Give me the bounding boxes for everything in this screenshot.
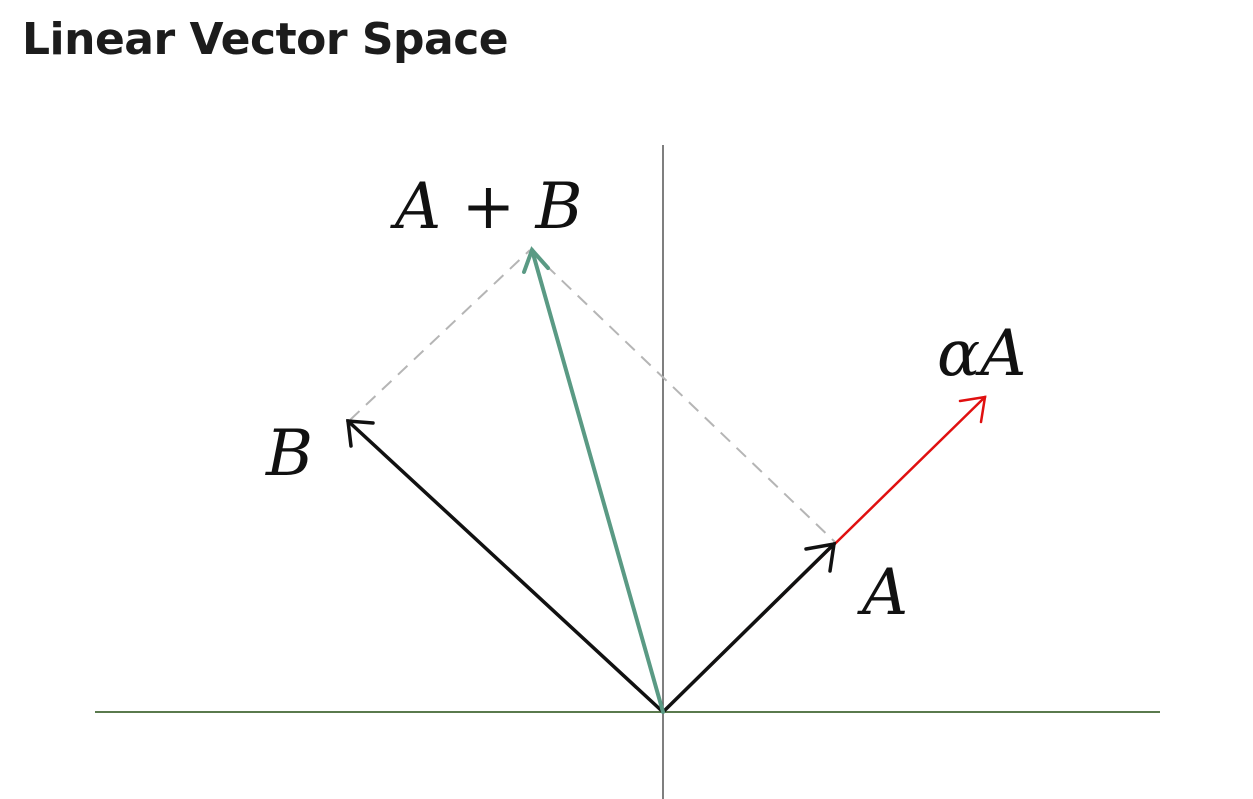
slide-title: Linear Vector Space (22, 14, 509, 65)
vector-a-plus-b (522, 246, 665, 714)
guide-line-sum-to-a (529, 249, 837, 544)
label-a-plus-b: A + B (390, 170, 583, 244)
label-alpha-a: αA (937, 317, 1026, 391)
vector-a (661, 541, 837, 714)
guide-line-b-to-sum (349, 249, 531, 421)
vector-b (346, 419, 665, 714)
label-b: B (265, 417, 313, 491)
label-a: A (857, 556, 908, 630)
